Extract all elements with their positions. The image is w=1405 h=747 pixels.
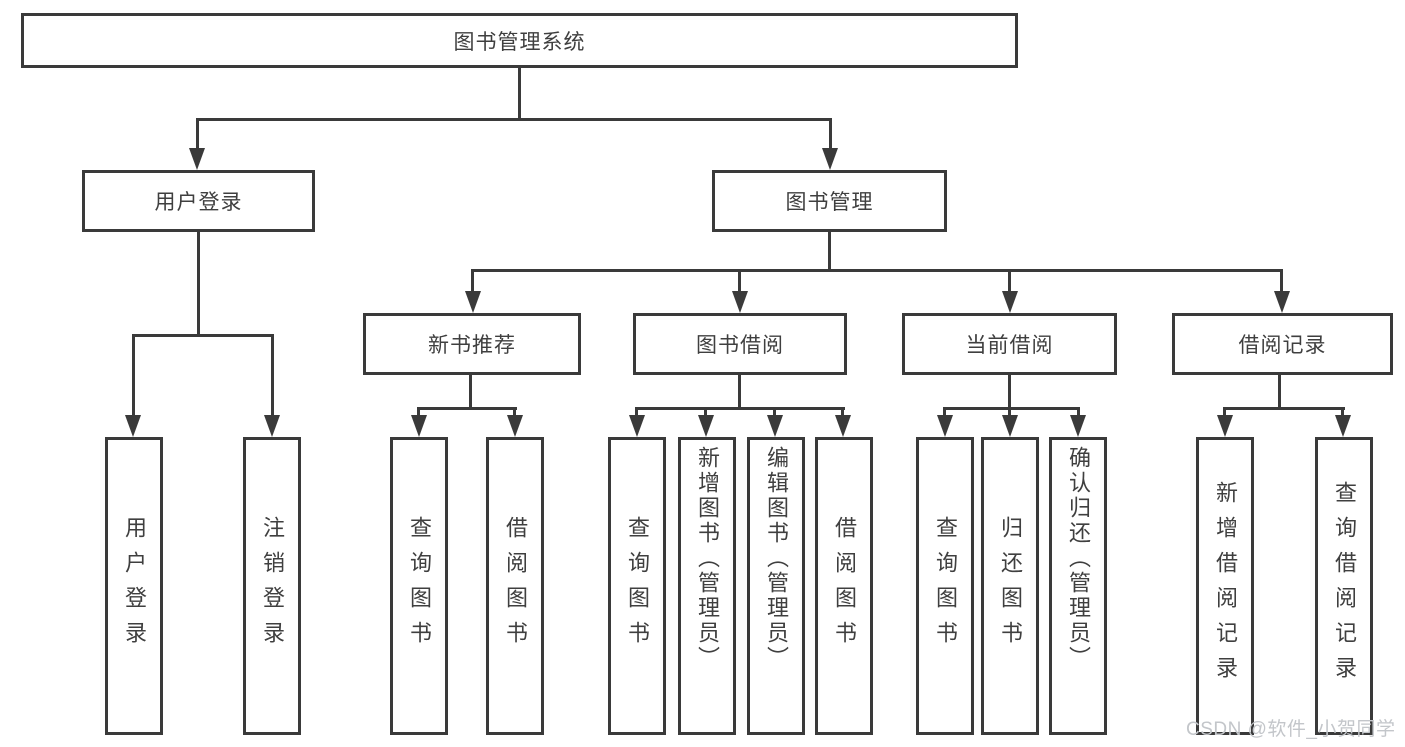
arrowhead (698, 415, 714, 437)
edge-line (471, 269, 1283, 272)
arrowhead (411, 415, 427, 437)
node-current-borrow: 当前借阅 (902, 313, 1117, 375)
arrowhead (732, 291, 748, 313)
arrowhead (189, 148, 205, 170)
leaf-nbr-borrow-books: 借阅图书 (486, 437, 544, 735)
node-borrow-records-label: 借阅记录 (1238, 334, 1327, 357)
arrowhead (465, 291, 481, 313)
edge-line (1278, 375, 1281, 409)
arrowhead (1217, 415, 1233, 437)
edge-line (829, 118, 832, 152)
arrowhead (822, 148, 838, 170)
edge-line (738, 375, 741, 409)
arrowhead (937, 415, 953, 437)
edge-line (704, 407, 707, 417)
leaf-user-login: 用户登录 (105, 437, 163, 735)
edge-line (1008, 269, 1011, 295)
edge-line (513, 407, 516, 417)
arrowhead (264, 415, 280, 437)
leaf-cb-return-books: 归还图书 (981, 437, 1039, 735)
arrowhead (507, 415, 523, 437)
arrowhead (629, 415, 645, 437)
node-root-label: 图书管理系统 (453, 30, 586, 54)
edge-line (943, 407, 946, 417)
node-user-login-label: 用户登录 (154, 191, 243, 214)
node-current-borrow-label: 当前借阅 (965, 334, 1054, 357)
node-book-borrow: 图书借阅 (633, 313, 847, 375)
arrowhead (835, 415, 851, 437)
arrowhead (1070, 415, 1086, 437)
arrowhead (1335, 415, 1351, 437)
arrowhead (767, 415, 783, 437)
edge-line (196, 118, 199, 152)
node-borrow-records: 借阅记录 (1172, 313, 1393, 375)
edge-line (1008, 375, 1011, 409)
edge-line (518, 68, 521, 118)
edge-line (417, 407, 517, 410)
edge-line (271, 334, 274, 418)
edge-line (635, 407, 845, 410)
leaf-bb-query-books: 查询图书 (608, 437, 666, 735)
watermark-text: CSDN @软件_小贺同学 (1186, 719, 1396, 740)
arrowhead (1002, 291, 1018, 313)
edge-line (197, 232, 200, 336)
edge-line (1341, 407, 1344, 417)
arrowhead (1002, 415, 1018, 437)
edge-line (132, 334, 274, 337)
leaf-bb-add-books-admin: 新增图书（管理员） (678, 437, 736, 735)
node-book-borrow-label: 图书借阅 (696, 334, 784, 357)
arrowhead (125, 415, 141, 437)
leaf-bb-borrow-books: 借阅图书 (815, 437, 873, 735)
node-book-management-label: 图书管理 (785, 191, 874, 214)
node-new-book-recommend: 新书推荐 (363, 313, 581, 375)
leaf-cb-confirm-return-admin: 确认归还（管理员） (1049, 437, 1107, 735)
edge-line (828, 232, 831, 272)
leaf-br-query-record: 查询借阅记录 (1315, 437, 1373, 735)
node-user-login: 用户登录 (82, 170, 315, 232)
leaf-bb-edit-books-admin: 编辑图书（管理员） (747, 437, 805, 735)
arrowhead (1274, 291, 1290, 313)
edge-line (471, 269, 474, 295)
node-book-management: 图书管理 (712, 170, 947, 232)
leaf-nbr-query-books: 查询图书 (390, 437, 448, 735)
edge-line (1008, 407, 1011, 417)
edge-line (417, 407, 420, 417)
leaf-cb-query-books: 查询图书 (916, 437, 974, 735)
node-new-book-recommend-label: 新书推荐 (428, 334, 516, 357)
edge-line (773, 407, 776, 417)
edge-line (841, 407, 844, 417)
edge-line (196, 118, 832, 121)
edge-line (1223, 407, 1226, 417)
edge-line (132, 334, 135, 418)
edge-line (943, 407, 1080, 410)
edge-line (469, 375, 472, 409)
leaf-br-add-record: 新增借阅记录 (1196, 437, 1254, 735)
edge-line (635, 407, 638, 417)
edge-line (1077, 407, 1080, 417)
edge-line (1280, 269, 1283, 295)
edge-line (738, 269, 741, 295)
leaf-logout: 注销登录 (243, 437, 301, 735)
edge-line (1223, 407, 1345, 410)
node-root: 图书管理系统 (21, 13, 1018, 68)
